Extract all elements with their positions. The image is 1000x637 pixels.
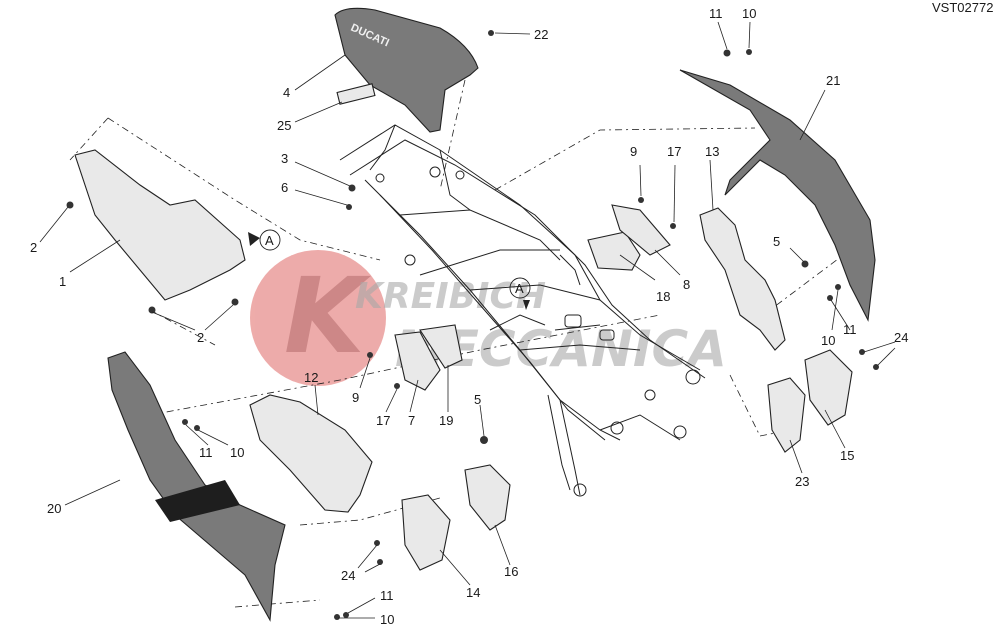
callout-15: 15 (840, 448, 854, 463)
callout-16: 16 (504, 564, 518, 579)
part-8-bracket (611, 204, 671, 256)
callout-17: 17 (667, 144, 681, 159)
part-20-side-fairing (107, 351, 286, 622)
svg-text:A: A (265, 233, 274, 248)
callout-17: 17 (376, 413, 390, 428)
part-7-bracket (394, 331, 441, 391)
assembly-lines (69, 79, 851, 608)
callout-6: 6 (281, 180, 288, 195)
part-14-bracket (401, 494, 451, 571)
part-12-lower-panel (249, 394, 373, 513)
watermark: K KREIBICH MECCANICA (250, 250, 727, 386)
callout-11: 11 (380, 588, 394, 603)
callout-10: 10 (742, 6, 756, 21)
callout-2: 2 (30, 240, 37, 255)
callout-24: 24 (341, 568, 355, 583)
callout-24: 24 (894, 330, 908, 345)
part-15-plate (804, 349, 853, 426)
callout-9: 9 (630, 144, 637, 159)
callout-10: 10 (821, 333, 835, 348)
callout-3: 3 (281, 151, 288, 166)
part-23-cover (767, 377, 806, 453)
watermark-logo-circle (250, 250, 386, 386)
callout-23: 23 (795, 474, 809, 489)
part-21-tail-fairing (679, 69, 876, 322)
callout-12: 12 (304, 370, 318, 385)
callout-10: 10 (230, 445, 244, 460)
watermark-logo-letter: K (284, 255, 372, 377)
callout-25: 25 (277, 118, 291, 133)
callout-5: 5 (773, 234, 780, 249)
part-13-inner-panel (699, 207, 786, 351)
callout-9: 9 (352, 390, 359, 405)
callout-1: 1 (59, 274, 66, 289)
callout-11: 11 (199, 445, 213, 460)
callout-14: 14 (466, 585, 480, 600)
callout-20: 20 (47, 501, 61, 516)
part-25-pad (336, 83, 376, 105)
view-marker-a-top: A (248, 229, 281, 251)
callout-21: 21 (826, 73, 840, 88)
callout-18: 18 (656, 289, 670, 304)
drawing-code: VST02772 (932, 0, 993, 15)
view-marker-a-frame: A (509, 277, 531, 310)
part-1-side-cover (74, 149, 246, 301)
callout-10: 10 (380, 612, 394, 627)
svg-text:A: A (515, 281, 524, 296)
part-16-bracket (464, 464, 511, 531)
callout-4: 4 (283, 85, 290, 100)
rear-subframe (339, 124, 706, 497)
callout-8: 8 (683, 277, 690, 292)
callout-labels: 1 2 2 3 4 5 5 6 7 8 9 9 10 10 10 10 11 1… (30, 6, 908, 627)
callout-19: 19 (439, 413, 453, 428)
callout-11: 11 (709, 6, 723, 21)
leader-lines (39, 21, 896, 619)
callout-13: 13 (705, 144, 719, 159)
callout-11: 11 (843, 322, 857, 337)
fasteners (66, 30, 879, 620)
callout-22: 22 (534, 27, 548, 42)
part-18-bracket (587, 231, 641, 271)
part-4-seat-cover: DUCATI (334, 7, 479, 133)
callout-7: 7 (408, 413, 415, 428)
callout-2: 2 (197, 330, 204, 345)
callout-5: 5 (474, 392, 481, 407)
part-19-bracket (419, 324, 463, 369)
